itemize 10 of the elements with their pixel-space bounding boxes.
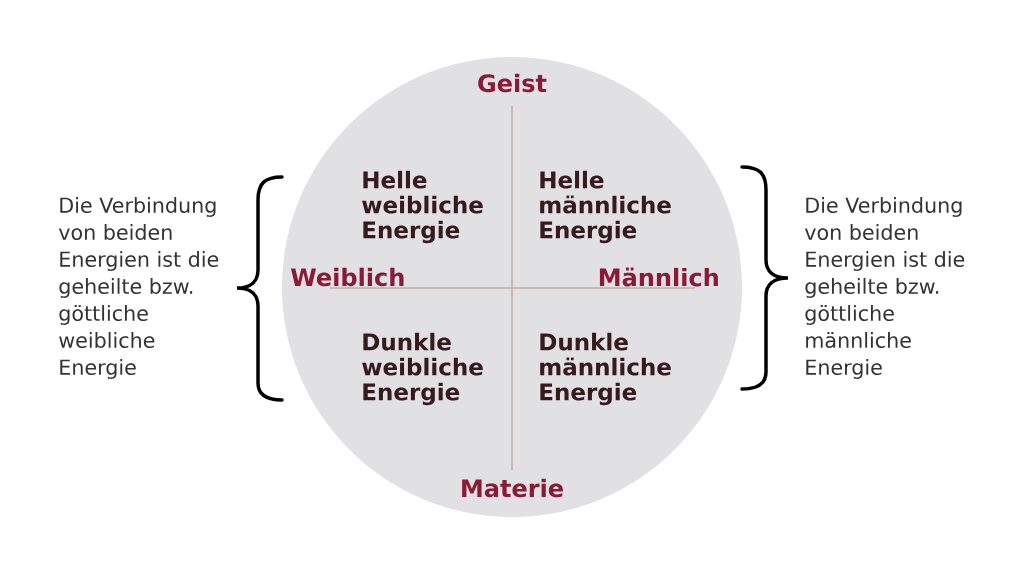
note-text: Die Verbindung von beiden Energien ist die geheilte bzw. göttliche männliche Energie	[804, 197, 965, 379]
axis-label: Geist	[478, 73, 547, 93]
quadrant-label: Dunkle männliche Energie	[540, 332, 671, 406]
axis-label: Weiblich	[291, 267, 404, 287]
axis-label: Männlich	[599, 267, 718, 287]
note-text: Die Verbindung von beiden Energien ist die geheilte bzw. göttliche weibliche Energie	[58, 197, 219, 379]
quadrant-label: Helle männliche Energie	[540, 170, 671, 244]
quadrant-label: Helle weibliche Energie	[362, 170, 483, 244]
axis-label: Materie	[462, 478, 563, 498]
quadrant-label: Dunkle weibliche Energie	[362, 332, 483, 406]
